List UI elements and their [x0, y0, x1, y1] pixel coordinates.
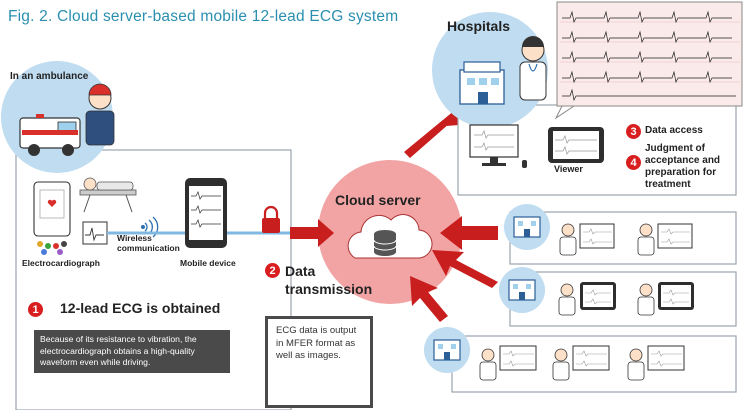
hospital-zone: [432, 1, 743, 196]
mobile-device-icon: [185, 178, 227, 248]
arrow-to-cloud: [290, 219, 334, 247]
paramedic-icon: [85, 83, 115, 146]
step-1-note: Because of its resistance to vibration, …: [34, 330, 230, 373]
cloud-server-label: Cloud server: [335, 192, 421, 208]
doctor-icon: [519, 36, 547, 101]
cloud-server-node: [318, 160, 462, 304]
database-icon: [373, 230, 397, 256]
hospitals-label: Hospitals: [447, 18, 511, 34]
ambulance-label: In an ambulance: [10, 71, 89, 82]
mobile-device-label: Mobile device: [180, 258, 236, 268]
viewer-tablet-icon: [548, 127, 604, 163]
step-3-label: Data access: [645, 125, 703, 136]
padlock-icon: [262, 205, 280, 233]
figure-title: Fig. 2. Cloud server-based mobile 12-lea…: [8, 8, 399, 25]
ecg-printout: [556, 1, 743, 107]
desktop-monitor-icon: [469, 124, 527, 168]
clinic-row-1: [504, 204, 737, 265]
stretcher-icon: [79, 177, 137, 213]
arrow-from-clinic-1: [440, 216, 498, 250]
hospital-building-icon: [459, 61, 505, 105]
step-2-badge: 2: [265, 263, 280, 278]
electrocardiograph-icon: [33, 181, 71, 255]
step-1-badge: 1: [28, 302, 43, 317]
arrow-from-clinic-2: [432, 250, 498, 288]
step-2-label: Data transmission: [285, 263, 373, 297]
wireless-label: Wireless communication: [117, 233, 180, 253]
ecg-monitor-icon: [82, 221, 108, 245]
clinic-row-3: [424, 327, 737, 393]
clinic-row-2: [499, 267, 737, 327]
step-4-label: Judgment of acceptance and preparation f…: [645, 143, 721, 190]
step-1-label: 12-lead ECG is obtained: [60, 300, 221, 316]
viewer-label: Viewer: [554, 164, 583, 174]
ambulance-icon: [19, 114, 81, 156]
step-4-badge: 4: [626, 155, 641, 170]
step-2-note: ECG data is output in MFER format as wel…: [265, 316, 373, 408]
arrow-from-clinic-3: [410, 276, 448, 322]
step-3-badge: 3: [626, 124, 641, 139]
electrocardiograph-label: Electrocardiograph: [22, 258, 100, 268]
ambulance-zone: [1, 61, 292, 410]
